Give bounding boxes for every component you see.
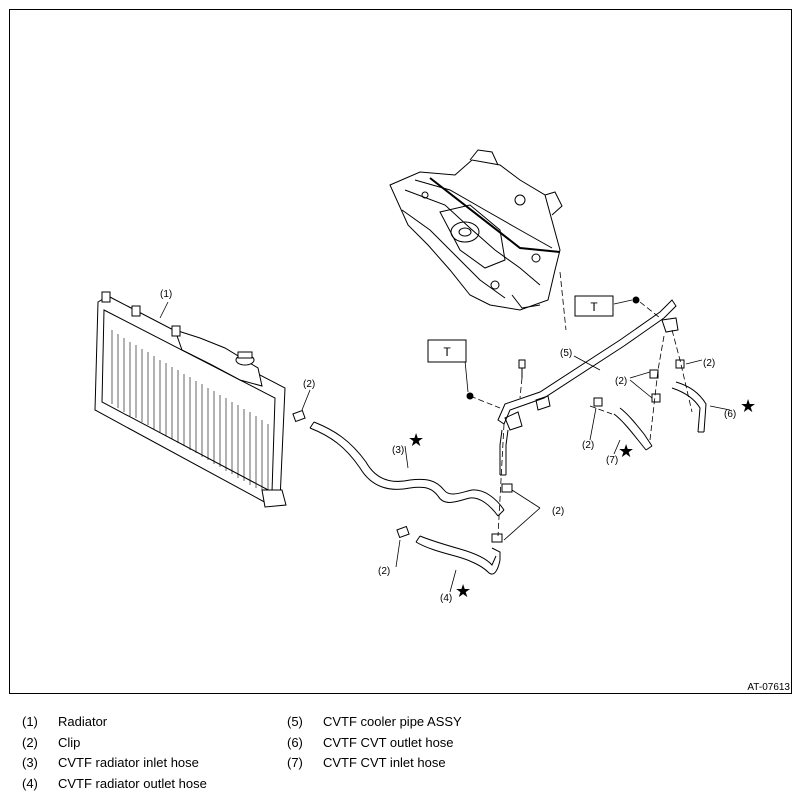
torque-marker-lower: T bbox=[427, 339, 467, 363]
alignment-lines bbox=[469, 271, 693, 537]
radiator-outlet-hose bbox=[415, 535, 501, 575]
legend-number: (4) bbox=[22, 776, 38, 791]
callout-4: (4) bbox=[440, 593, 452, 604]
legend-number: (1) bbox=[22, 714, 38, 729]
legend-text: Clip bbox=[58, 735, 81, 750]
callout-2-clip-pair: (2) bbox=[552, 506, 564, 517]
callout-3: (3) bbox=[392, 445, 404, 456]
callout-2-clip-inlet-cvt: (2) bbox=[582, 440, 594, 451]
legend-number: (3) bbox=[22, 755, 38, 770]
legend-text: CVTF radiator outlet hose bbox=[58, 776, 207, 791]
parts-legend: (1) Radiator (2) Clip (3) CVTF radiator … bbox=[22, 714, 782, 800]
legend-number: (2) bbox=[22, 735, 38, 750]
callout-2-clip-inlet: (2) bbox=[303, 379, 315, 390]
legend-text: CVTF cooler pipe ASSY bbox=[323, 714, 462, 729]
legend-text: CVTF CVT inlet hose bbox=[323, 755, 446, 770]
legend-text: CVTF radiator inlet hose bbox=[58, 755, 199, 770]
cvt-inlet-hose bbox=[613, 407, 653, 451]
star-marker-4: ★ bbox=[455, 581, 471, 602]
callout-1: (1) bbox=[160, 289, 172, 300]
transmission-housing bbox=[389, 149, 563, 311]
leader-lines bbox=[159, 299, 731, 593]
star-marker-7: ★ bbox=[618, 441, 634, 462]
star-marker-6: ★ bbox=[740, 396, 756, 417]
callout-7: (7) bbox=[606, 455, 618, 466]
legend-text: Radiator bbox=[58, 714, 108, 729]
callout-6: (6) bbox=[724, 409, 736, 420]
cooler-pipe-assy bbox=[497, 299, 679, 476]
bolt-icons bbox=[466, 296, 640, 400]
radiator-inlet-hose bbox=[309, 421, 505, 517]
callout-5: (5) bbox=[560, 348, 572, 359]
callout-2-clip-outlet: (2) bbox=[378, 566, 390, 577]
legend-number: (6) bbox=[287, 735, 303, 750]
legend-number: (5) bbox=[287, 714, 303, 729]
legend-text: CVTF CVT outlet hose bbox=[323, 735, 454, 750]
star-marker-3: ★ bbox=[408, 430, 424, 451]
svg-text:T: T bbox=[590, 300, 598, 314]
cvt-outlet-hose bbox=[671, 381, 707, 433]
callout-2-clip-outlet-cvt: (2) bbox=[703, 358, 715, 369]
diagram-frame bbox=[9, 9, 792, 694]
radiator bbox=[94, 291, 287, 508]
callout-2-clip-pipe: (2) bbox=[615, 376, 627, 387]
legend-number: (7) bbox=[287, 755, 303, 770]
figure-id: AT-07613 bbox=[747, 682, 790, 693]
torque-marker-upper: T bbox=[574, 295, 614, 317]
svg-text:T: T bbox=[443, 345, 451, 359]
